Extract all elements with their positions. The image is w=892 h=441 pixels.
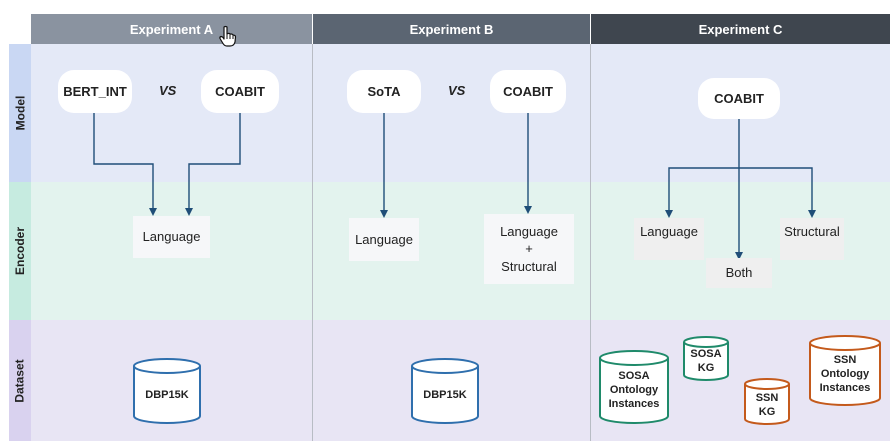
hand-cursor-icon	[219, 25, 237, 47]
row-label-model: Model	[9, 44, 31, 182]
model-coabit-a: COABIT	[201, 70, 279, 113]
model-coabit-c: COABIT	[698, 78, 780, 119]
dataset-ssn-kg: SSN KG	[744, 378, 790, 426]
header-experiment-c: Experiment C	[591, 14, 890, 44]
row-label-encoder: Encoder	[9, 182, 31, 320]
encoder-language-structural-b: Language + Structural	[484, 214, 574, 284]
vs-label-a: VS	[159, 83, 177, 98]
model-sota: SoTA	[347, 70, 421, 113]
row-label-dataset: Dataset	[9, 320, 31, 441]
encoder-language-b: Language	[349, 218, 419, 261]
arrow-coabit-c-to-language	[665, 167, 739, 218]
header-experiment-b: Experiment B	[313, 14, 590, 44]
database-cylinder-icon	[599, 350, 669, 424]
column-divider	[590, 44, 591, 441]
encoder-language-a: Language	[133, 216, 210, 258]
database-cylinder-icon	[744, 378, 790, 425]
database-cylinder-icon	[411, 358, 479, 424]
encoder-both-c: Both	[706, 258, 772, 288]
arrow-bertint-to-language	[93, 113, 157, 216]
dataset-dbp15k-a: DBP15K	[133, 358, 201, 424]
arrow-coabit-a-to-language	[185, 113, 241, 216]
database-cylinder-icon	[683, 336, 729, 381]
dataset-sosa-kg: SOSA KG	[683, 336, 729, 382]
encoder-language-c: Language	[634, 218, 704, 260]
database-cylinder-icon	[809, 335, 881, 406]
header-experiment-a: Experiment A	[31, 14, 312, 44]
arrow-coabit-c-to-structural	[739, 167, 816, 218]
dataset-ssn-ontology-instances: SSN Ontology Instances	[809, 335, 881, 407]
model-bert-int: BERT_INT	[58, 70, 132, 113]
encoder-structural-c: Structural	[780, 218, 844, 260]
vs-label-b: VS	[448, 83, 466, 98]
database-cylinder-icon	[133, 358, 201, 424]
dataset-dbp15k-b: DBP15K	[411, 358, 479, 424]
column-divider	[312, 44, 313, 441]
dataset-sosa-ontology-instances: SOSA Ontology Instances	[599, 350, 669, 425]
model-coabit-b: COABIT	[490, 70, 566, 113]
